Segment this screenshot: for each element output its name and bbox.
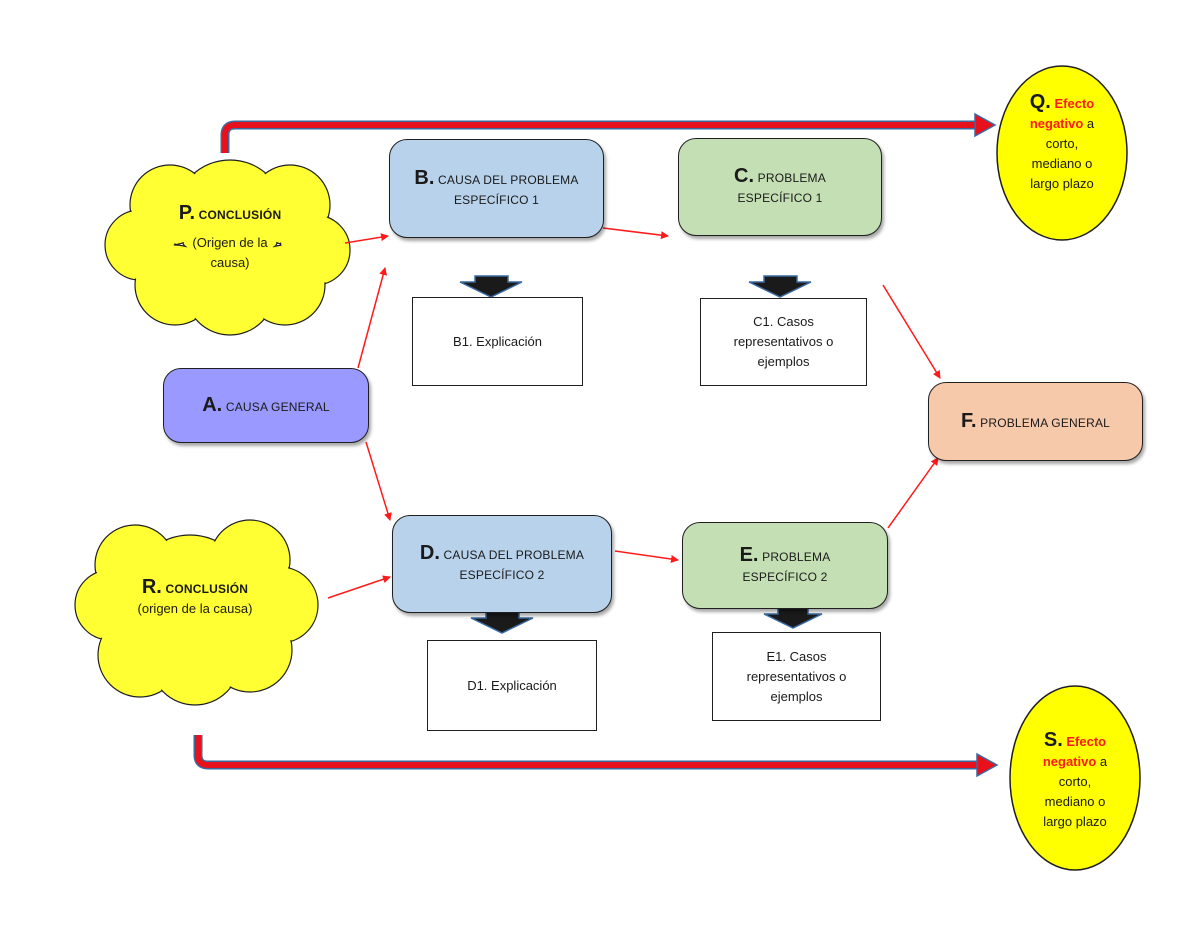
- node-c1-line1: C1. Casos: [753, 314, 814, 329]
- node-b-letter: B.: [414, 166, 435, 189]
- node-specific-cause-1: B. CAUSA DEL PROBLEMA ESPECÍFICO 1: [389, 139, 604, 238]
- node-d1-text: D1. Explicación: [467, 677, 557, 693]
- node-q-after: a: [1086, 116, 1095, 131]
- cloud-r-text: R. CONCLUSIÓN (origen de la causa): [110, 577, 280, 619]
- cloud-r: [74, 519, 319, 706]
- node-a-text: CAUSA GENERAL: [225, 399, 330, 414]
- node-c-line1: PROBLEMA: [757, 171, 826, 185]
- node-c1-examples: C1. Casos representativos o ejemplos: [700, 298, 867, 386]
- arrow-r-to-d: [327, 575, 391, 599]
- node-q-line5: largo plazo: [1030, 176, 1094, 191]
- node-r-letter: R.: [141, 576, 162, 598]
- node-e-line1: PROBLEMA: [762, 549, 831, 564]
- node-q-line3: corto,: [1045, 136, 1079, 151]
- node-specific-problem-2: E. PROBLEMA ESPECÍFICO 2: [682, 522, 888, 609]
- node-b1-explanation: B1. Explicación: [412, 297, 583, 386]
- node-c1-line2: representativos o: [733, 334, 834, 349]
- cloud-p-text: P. CONCLUSIÓN (Origen de la causa): [140, 203, 320, 273]
- effect-q-ellipse: [996, 65, 1128, 241]
- node-c-line2: ESPECÍFICO 1: [737, 191, 823, 205]
- node-b-line2: ESPECÍFICO 1: [453, 192, 540, 207]
- node-s-line5: largo plazo: [1043, 814, 1107, 829]
- node-b-line1: CAUSA DEL PROBLEMA: [438, 172, 579, 187]
- down-arrow-e: [763, 607, 823, 629]
- node-specific-cause-2: D. CAUSA DEL PROBLEMA ESPECÍFICO 2: [392, 515, 612, 613]
- arrow-e-to-f: [887, 457, 939, 529]
- node-f-letter: F.: [960, 409, 977, 432]
- arrow-c-to-f: [882, 284, 941, 379]
- node-general-cause: A. CAUSA GENERAL: [163, 368, 369, 443]
- node-specific-problem-1: C. PROBLEMA ESPECÍFICO 1: [678, 138, 882, 236]
- down-arrow-c: [748, 275, 812, 298]
- node-d-line2: ESPECÍFICO 2: [459, 568, 545, 582]
- node-b1-text: B1. Explicación: [453, 333, 542, 349]
- node-q-letter: Q.: [1029, 91, 1051, 113]
- node-p-line1: (Origen de la: [192, 235, 268, 250]
- node-e1-examples: E1. Casos representativos o ejemplos: [712, 632, 881, 721]
- node-e1-line2: representativos o: [746, 668, 847, 684]
- down-arrow-b: [459, 275, 523, 298]
- node-s-after: a: [1099, 754, 1108, 769]
- node-f-text: PROBLEMA GENERAL: [980, 415, 1111, 430]
- node-a-letter: A.: [202, 393, 223, 416]
- cloud-p: [104, 159, 351, 336]
- node-c1-line3: ejemplos: [757, 354, 810, 369]
- node-q-red1: Efecto: [1054, 96, 1095, 111]
- node-r-title: CONCLUSIÓN: [165, 582, 249, 596]
- effect-q-text: Q. Efecto negativo a corto, mediano o la…: [1002, 92, 1122, 194]
- node-s-line4: mediano o: [1044, 794, 1106, 809]
- down-arrow-d: [470, 611, 534, 634]
- node-d1-explanation: D1. Explicación: [427, 640, 597, 731]
- arrow-a-to-d: [365, 441, 392, 521]
- node-d-letter: D.: [419, 542, 440, 564]
- node-r-line1: (origen de la causa): [137, 601, 253, 616]
- node-c-letter: C.: [734, 165, 755, 187]
- node-p-letter: P.: [178, 202, 196, 224]
- node-d-line1: CAUSA DEL PROBLEMA: [443, 548, 585, 562]
- node-s-line3: corto,: [1058, 774, 1092, 789]
- long-arrow-bottom: [193, 735, 980, 770]
- arrow-a-to-b: [357, 267, 388, 369]
- node-e-letter: E.: [739, 543, 759, 566]
- node-s-letter: S.: [1043, 729, 1063, 751]
- node-p-title: CONCLUSIÓN: [198, 208, 282, 222]
- node-s-red1: Efecto: [1066, 734, 1107, 749]
- effect-s-ellipse: [1009, 685, 1141, 871]
- node-e1-line1: E1. Casos: [766, 648, 827, 664]
- arrow-d-to-e: [614, 550, 679, 563]
- node-q-red2: negativo: [1029, 116, 1084, 131]
- node-e-line2: ESPECÍFICO 2: [742, 569, 828, 584]
- node-s-red2: negativo: [1042, 754, 1097, 769]
- node-general-problem: F. PROBLEMA GENERAL: [928, 382, 1143, 461]
- node-p-line2: causa): [210, 255, 250, 270]
- node-q-line4: mediano o: [1031, 156, 1093, 171]
- node-e1-line3: ejemplos: [770, 688, 823, 704]
- arrow-b-to-c: [602, 227, 669, 240]
- arrow-p-to-b: [344, 233, 389, 244]
- effect-s-text: S. Efecto negativo a corto, mediano o la…: [1015, 730, 1135, 832]
